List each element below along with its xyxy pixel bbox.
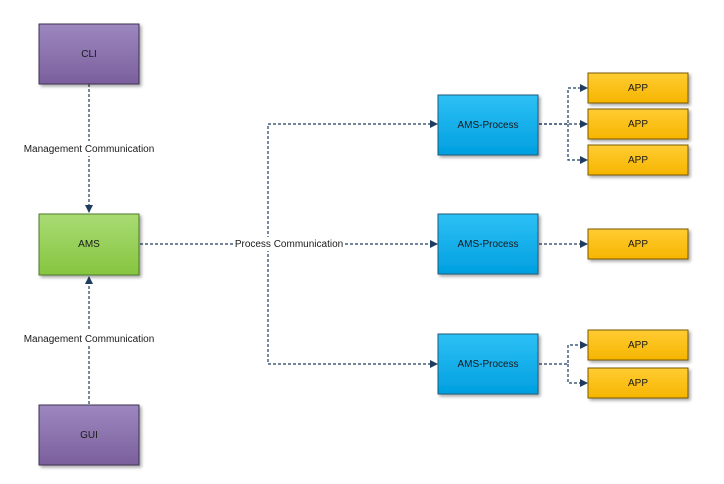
node-app-2: APP [587, 108, 689, 140]
edge-proc3-app5 [539, 341, 588, 365]
node-app-6: APP [587, 367, 689, 399]
node-ams-process-1-label: AMS-Process [457, 120, 518, 131]
node-app-1-label: APP [628, 83, 648, 94]
edge-proc3-app6 [567, 364, 588, 387]
node-app-1: APP [587, 72, 689, 104]
node-ams-process-3: AMS-Process [437, 333, 539, 395]
label-mgmt-top: Management Communication [24, 144, 155, 155]
node-app-3-label: APP [628, 155, 648, 166]
node-app-5-label: APP [628, 340, 648, 351]
node-app-4-label: APP [628, 239, 648, 250]
node-ams-process-3-label: AMS-Process [457, 359, 518, 370]
node-app-5: APP [587, 329, 689, 361]
edge-ams-proc3 [267, 244, 438, 368]
node-app-6-label: APP [628, 378, 648, 389]
node-app-2-label: APP [628, 119, 648, 130]
node-cli-label: CLI [81, 49, 97, 60]
edge-proc1-app1 [539, 84, 588, 125]
node-app-3: APP [587, 144, 689, 176]
edge-proc1-app3 [567, 124, 588, 164]
node-ams-label: AMS [78, 239, 100, 250]
node-gui: GUI [38, 404, 140, 466]
edge-ams-proc1 [267, 120, 438, 244]
node-ams: AMS [38, 213, 140, 276]
node-cli: CLI [38, 23, 140, 85]
label-process-communication: Process Communication [235, 239, 343, 250]
edge-labels: Management Communication Management Comm… [18, 141, 345, 346]
node-ams-process-1: AMS-Process [437, 94, 539, 156]
node-app-4: APP [587, 228, 689, 260]
node-ams-process-2: AMS-Process [437, 213, 539, 275]
node-gui-label: GUI [80, 430, 98, 441]
label-mgmt-bottom: Management Communication [24, 334, 155, 345]
node-ams-process-2-label: AMS-Process [457, 239, 518, 250]
connectors [85, 84, 588, 404]
